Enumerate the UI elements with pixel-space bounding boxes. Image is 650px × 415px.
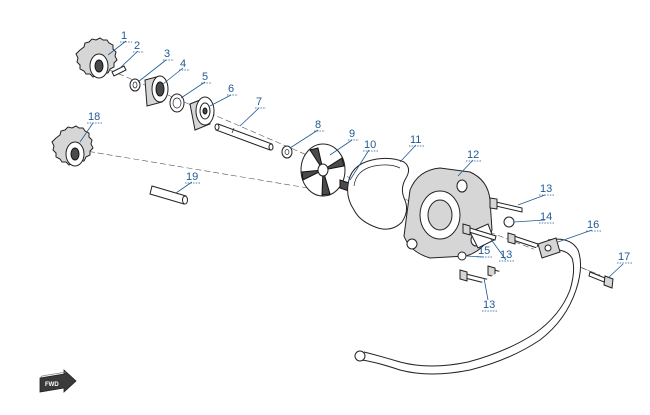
callout-17[interactable]: 17 (617, 251, 632, 264)
svg-text:12: 12 (467, 149, 479, 161)
bolt-middle-a[interactable] (462, 223, 497, 241)
svg-text:13: 13 (500, 249, 512, 261)
drive-gear-lower[interactable] (51, 125, 94, 167)
callout-13-lower[interactable]: 13 (482, 299, 497, 312)
svg-text:16: 16 (587, 219, 599, 231)
svg-text:3: 3 (164, 48, 170, 60)
drive-gear-top[interactable] (75, 37, 118, 79)
cover-gasket[interactable] (347, 157, 410, 230)
callout-11[interactable]: 11 (409, 134, 424, 147)
bolt-upper[interactable] (489, 197, 523, 213)
callout-6[interactable]: 6 (227, 83, 238, 96)
hose-bolt[interactable] (588, 271, 614, 289)
svg-text:7: 7 (256, 96, 262, 108)
callout-8[interactable]: 8 (314, 119, 325, 132)
callout-7[interactable]: 7 (255, 96, 266, 109)
callout-16[interactable]: 16 (586, 219, 601, 232)
svg-text:9: 9 (349, 128, 355, 140)
svg-text:2: 2 (134, 40, 140, 52)
callout-13-upper[interactable]: 13 (539, 183, 554, 196)
callout-9[interactable]: 9 (348, 128, 359, 141)
callout-13-middle[interactable]: 13 (499, 249, 514, 262)
svg-text:14: 14 (540, 211, 552, 223)
fwd-label: FWD (45, 382, 59, 388)
shaft-washer[interactable] (281, 145, 293, 159)
svg-text:11: 11 (410, 134, 421, 146)
callout-1[interactable]: 1 (120, 30, 132, 43)
svg-text:5: 5 (202, 71, 208, 83)
o-ring[interactable] (503, 216, 515, 228)
oil-seal[interactable] (169, 93, 185, 113)
svg-text:13: 13 (540, 183, 552, 195)
callout-18[interactable]: 18 (87, 111, 102, 124)
callout-15[interactable]: 15 (477, 245, 492, 258)
callout-14[interactable]: 14 (539, 211, 554, 224)
gear-pin[interactable] (149, 185, 188, 205)
svg-text:8: 8 (315, 119, 321, 131)
svg-text:6: 6 (228, 83, 234, 95)
sealing-washer[interactable] (457, 251, 467, 261)
callout-19[interactable]: 19 (185, 171, 200, 184)
callout-4[interactable]: 4 (179, 58, 190, 71)
callout-12[interactable]: 12 (466, 149, 481, 162)
coolant-hose[interactable] (354, 237, 582, 375)
bolt-middle-b[interactable] (507, 232, 539, 249)
impeller[interactable] (300, 143, 346, 197)
svg-text:10: 10 (364, 139, 376, 151)
leader-lines (79, 40, 624, 301)
svg-text:13: 13 (483, 299, 495, 311)
svg-text:1: 1 (121, 30, 127, 42)
svg-text:4: 4 (180, 58, 186, 70)
svg-text:15: 15 (478, 245, 490, 257)
svg-text:17: 17 (618, 251, 630, 263)
pump-shaft[interactable] (214, 123, 274, 151)
mechanical-seal[interactable] (189, 96, 215, 131)
callout-10[interactable]: 10 (363, 139, 378, 152)
svg-text:19: 19 (186, 171, 198, 183)
thrust-washer[interactable] (129, 78, 141, 92)
svg-text:18: 18 (88, 111, 100, 123)
fwd-arrow-badge: FWD (39, 369, 77, 393)
callout-3[interactable]: 3 (163, 48, 174, 61)
callout-5[interactable]: 5 (201, 71, 212, 84)
callout-2[interactable]: 2 (133, 40, 144, 53)
bearing[interactable] (144, 75, 169, 107)
